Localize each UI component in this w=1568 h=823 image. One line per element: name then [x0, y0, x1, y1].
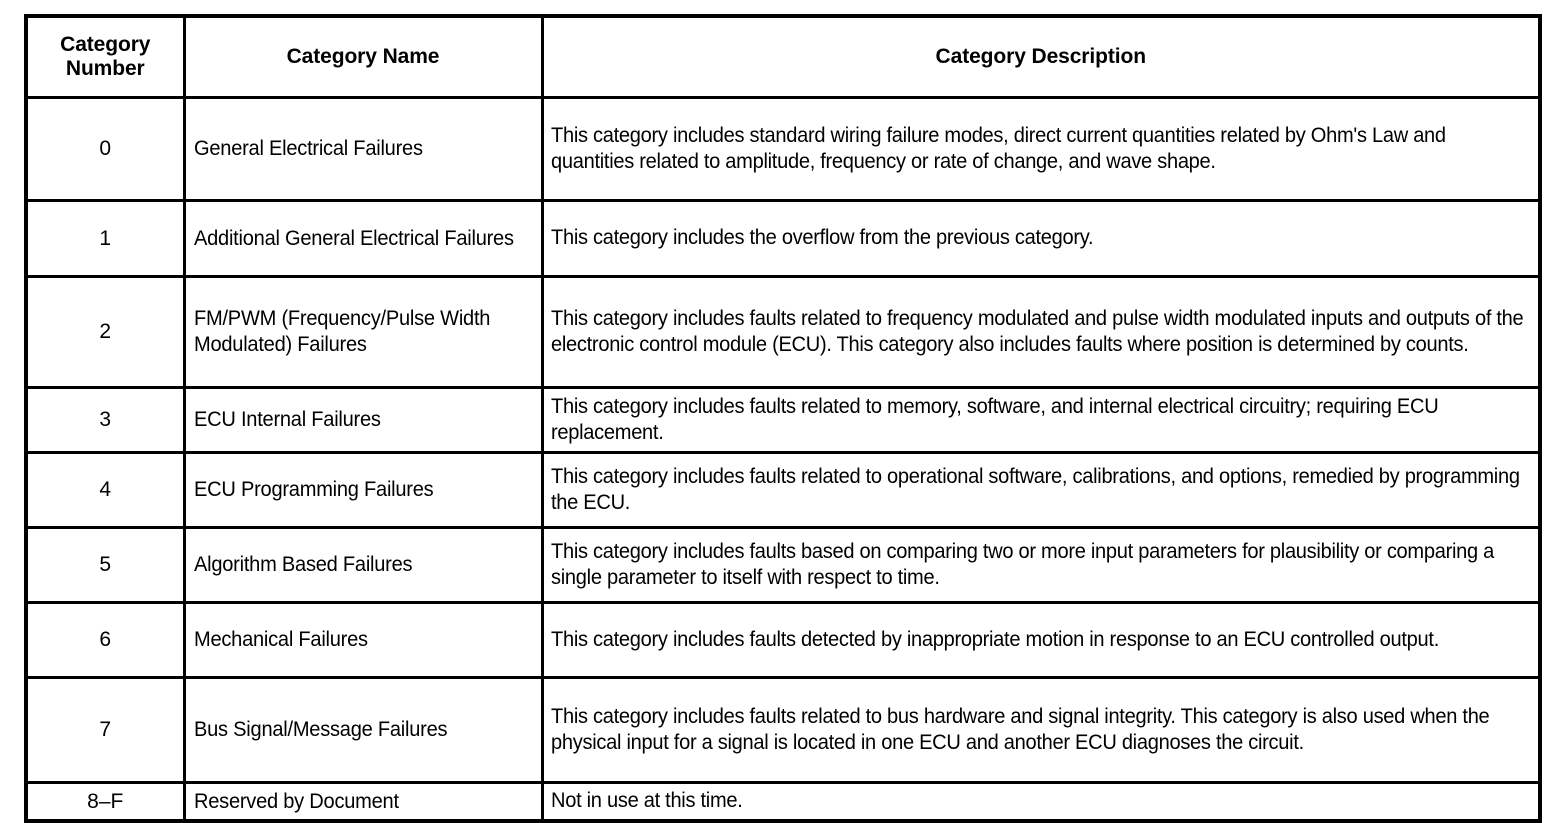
table-row: 2 FM/PWM (Frequency/Pulse Width Modulate…: [24, 275, 1542, 389]
cell-category-name: ECU Programming Failures: [182, 451, 544, 529]
cell-category-description-text: This category includes faults based on c…: [550, 539, 1494, 589]
cell-category-description: This category includes the overflow from…: [540, 199, 1542, 278]
column-header-category-number-line2: Number: [65, 57, 145, 80]
cell-category-name-text: Reserved by Document: [193, 789, 399, 813]
page-root: Category Number Category Name Category D…: [24, 14, 1542, 823]
cell-category-name: Bus Signal/Message Failures: [182, 676, 544, 784]
cell-category-name: ECU Internal Failures: [182, 386, 544, 454]
cell-category-description: This category includes faults related to…: [540, 275, 1542, 389]
cell-category-description-text: This category includes the overflow from…: [550, 226, 1094, 250]
cell-category-description: This category includes faults detected b…: [540, 601, 1542, 679]
column-header-category-number: Category Number: [24, 14, 186, 99]
cell-category-name: Mechanical Failures: [182, 601, 544, 679]
cell-category-name: Reserved by Document: [182, 781, 544, 823]
cell-category-description-text: Not in use at this time.: [550, 789, 743, 813]
table-row: 7 Bus Signal/Message Failures This categ…: [24, 676, 1542, 784]
cell-category-name-text: FM/PWM (Frequency/Pulse Width Modulated)…: [193, 307, 490, 356]
cell-category-number: 1: [24, 199, 186, 278]
cell-category-description-text: This category includes standard wiring f…: [550, 123, 1446, 173]
table-row: 1 Additional General Electrical Failures…: [24, 199, 1542, 278]
cell-category-description-text: This category includes faults related to…: [550, 306, 1524, 356]
column-header-category-number-line1: Category: [60, 33, 151, 57]
table-row: 4 ECU Programming Failures This category…: [24, 451, 1542, 529]
cell-category-number: 5: [24, 526, 186, 604]
cell-category-name-text: General Electrical Failures: [193, 137, 423, 161]
table-row: 0 General Electrical Failures This categ…: [24, 96, 1542, 202]
cell-category-description: This category includes standard wiring f…: [540, 96, 1542, 202]
cell-category-description: This category includes faults related to…: [540, 386, 1542, 454]
table-row: 5 Algorithm Based Failures This category…: [24, 526, 1542, 604]
cell-category-name-text: ECU Programming Failures: [193, 478, 434, 502]
cell-category-name-text: ECU Internal Failures: [193, 408, 381, 432]
table-row: 3 ECU Internal Failures This category in…: [24, 386, 1542, 454]
cell-category-description-text: This category includes faults related to…: [550, 704, 1490, 754]
table-row: 8–F Reserved by Document Not in use at t…: [24, 781, 1542, 823]
cell-category-number: 4: [24, 451, 186, 529]
cell-category-number: 2: [24, 275, 186, 389]
cell-category-description: Not in use at this time.: [540, 781, 1542, 823]
cell-category-name: FM/PWM (Frequency/Pulse Width Modulated)…: [182, 275, 544, 389]
column-header-category-name: Category Name: [182, 14, 544, 99]
cell-category-name-text: Bus Signal/Message Failures: [193, 718, 448, 742]
cell-category-name-text: Algorithm Based Failures: [193, 553, 413, 577]
table-header: Category Number Category Name Category D…: [24, 14, 1542, 99]
cell-category-description: This category includes faults based on c…: [540, 526, 1542, 604]
cell-category-name: Algorithm Based Failures: [182, 526, 544, 604]
cell-category-name: General Electrical Failures: [182, 96, 544, 202]
cell-category-number: 0: [24, 96, 186, 202]
cell-category-description-text: This category includes faults detected b…: [550, 627, 1439, 651]
cell-category-description-text: This category includes faults related to…: [550, 394, 1439, 444]
cell-category-number: 7: [24, 676, 186, 784]
column-header-category-description: Category Description: [540, 14, 1542, 99]
cell-category-description-text: This category includes faults related to…: [550, 464, 1520, 514]
cell-category-name: Additional General Electrical Failures: [182, 199, 544, 278]
table-row: 6 Mechanical Failures This category incl…: [24, 601, 1542, 679]
cell-category-name-text: Additional General Electrical Failures: [193, 226, 514, 250]
cell-category-description: This category includes faults related to…: [540, 451, 1542, 529]
cell-category-description: This category includes faults related to…: [540, 676, 1542, 784]
cell-category-name-text: Mechanical Failures: [193, 628, 368, 652]
cell-category-number: 8–F: [24, 781, 186, 823]
table-header-row: Category Number Category Name Category D…: [24, 14, 1542, 99]
table-body: 0 General Electrical Failures This categ…: [24, 96, 1542, 823]
cell-category-number: 6: [24, 601, 186, 679]
category-table: Category Number Category Name Category D…: [24, 14, 1542, 823]
cell-category-number: 3: [24, 386, 186, 454]
